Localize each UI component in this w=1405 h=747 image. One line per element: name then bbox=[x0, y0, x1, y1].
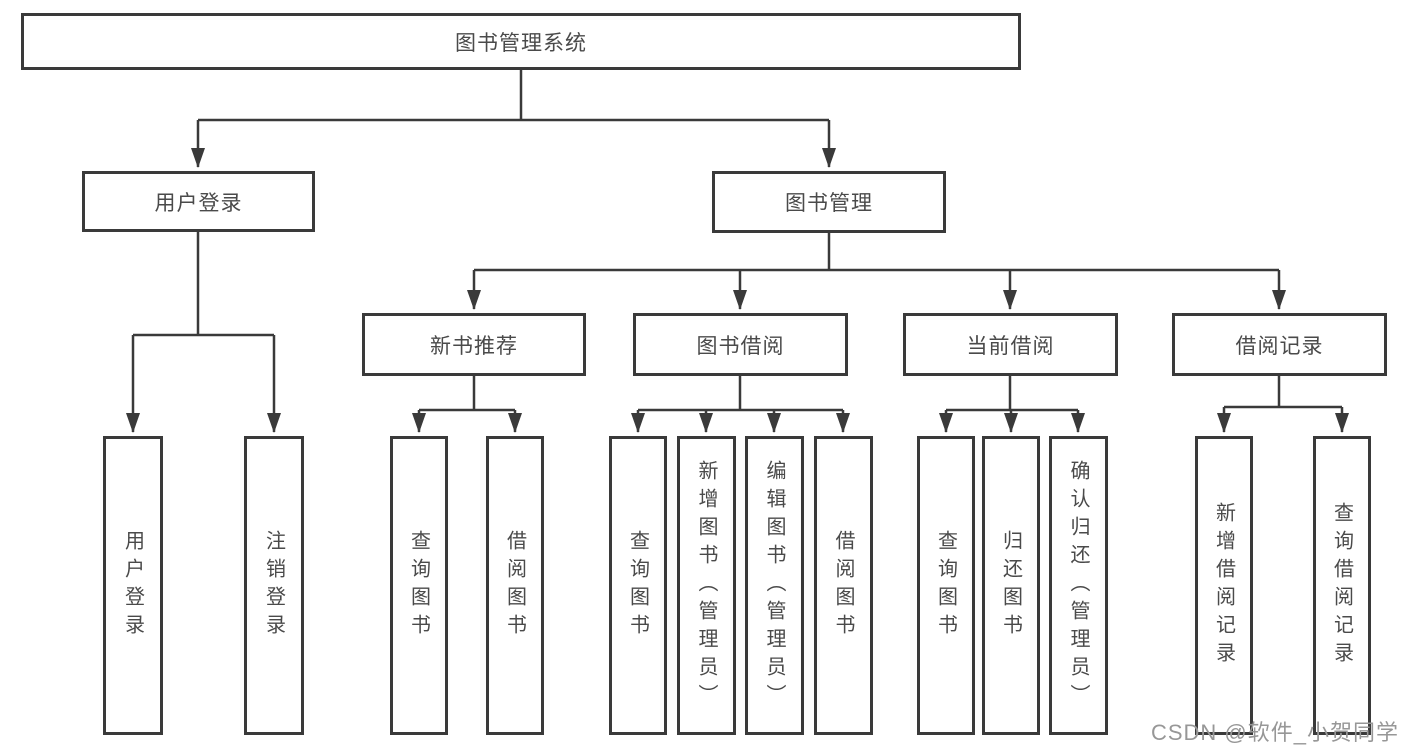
leaf-currentborrow-query-label: 查询图书 bbox=[934, 529, 957, 642]
leaf-user-login-label: 用户登录 bbox=[121, 529, 144, 642]
leaf-bookborrow-edit-label: 编辑图书（管理员） bbox=[763, 459, 785, 712]
leaf-currentborrow-confirm-label: 确认归还（管理员） bbox=[1067, 459, 1089, 712]
leaf-newbooks-query-label: 查询图书 bbox=[407, 529, 430, 642]
leaf-bookborrow-add-label: 新增图书（管理员） bbox=[695, 459, 717, 712]
node-user-login-label: 用户登录 bbox=[154, 191, 243, 215]
node-root-label: 图书管理系统 bbox=[455, 31, 587, 55]
node-current-borrow: 当前借阅 bbox=[903, 313, 1118, 376]
node-user-login: 用户登录 bbox=[82, 171, 315, 232]
leaf-newbooks-borrow-label: 借阅图书 bbox=[503, 529, 526, 642]
node-root: 图书管理系统 bbox=[21, 13, 1021, 70]
node-book-borrow: 图书借阅 bbox=[633, 313, 848, 376]
leaf-bookborrow-borrow: 借阅图书 bbox=[814, 436, 873, 735]
connector-user-login-bus bbox=[133, 232, 274, 337]
leaf-currentborrow-confirm: 确认归还（管理员） bbox=[1049, 436, 1108, 735]
leaf-currentborrow-return-label: 归还图书 bbox=[999, 529, 1022, 642]
connector-current-borrow-bus bbox=[946, 376, 1078, 412]
leaf-records-add-label: 新增借阅记录 bbox=[1212, 501, 1235, 670]
leaf-bookborrow-query: 查询图书 bbox=[609, 436, 667, 735]
leaf-newbooks-query: 查询图书 bbox=[390, 436, 448, 735]
node-book-mgmt: 图书管理 bbox=[712, 171, 946, 233]
leaf-bookborrow-query-label: 查询图书 bbox=[626, 529, 649, 642]
leaf-records-query: 查询借阅记录 bbox=[1313, 436, 1371, 735]
node-book-mgmt-label: 图书管理 bbox=[785, 192, 873, 215]
leaf-bookborrow-edit: 编辑图书（管理员） bbox=[745, 436, 804, 735]
connector-new-books-bus bbox=[419, 376, 515, 412]
leaf-logout: 注销登录 bbox=[244, 436, 304, 735]
leaf-currentborrow-return: 归还图书 bbox=[982, 436, 1040, 735]
leaf-records-add: 新增借阅记录 bbox=[1195, 436, 1253, 735]
leaf-newbooks-borrow: 借阅图书 bbox=[486, 436, 544, 735]
node-borrow-records-label: 借阅记录 bbox=[1235, 334, 1324, 358]
node-new-books: 新书推荐 bbox=[362, 313, 586, 376]
leaf-currentborrow-query: 查询图书 bbox=[917, 436, 975, 735]
connector-borrow-records-bus bbox=[1224, 376, 1342, 409]
node-book-borrow-label: 图书借阅 bbox=[696, 334, 785, 358]
connector-root-bus bbox=[198, 70, 829, 122]
leaf-user-login: 用户登录 bbox=[103, 436, 163, 735]
csdn-watermark: CSDN @软件_小贺同学 bbox=[1150, 720, 1399, 745]
leaf-logout-label: 注销登录 bbox=[262, 529, 285, 642]
connector-book-borrow-bus bbox=[638, 376, 843, 412]
node-current-borrow-label: 当前借阅 bbox=[966, 334, 1055, 358]
leaf-bookborrow-borrow-label: 借阅图书 bbox=[832, 529, 854, 642]
leaf-records-query-label: 查询借阅记录 bbox=[1330, 501, 1353, 670]
leaf-bookborrow-add: 新增图书（管理员） bbox=[677, 436, 736, 735]
node-borrow-records: 借阅记录 bbox=[1172, 313, 1387, 376]
connector-book-mgmt-bus bbox=[474, 233, 1279, 272]
node-new-books-label: 新书推荐 bbox=[430, 334, 518, 358]
